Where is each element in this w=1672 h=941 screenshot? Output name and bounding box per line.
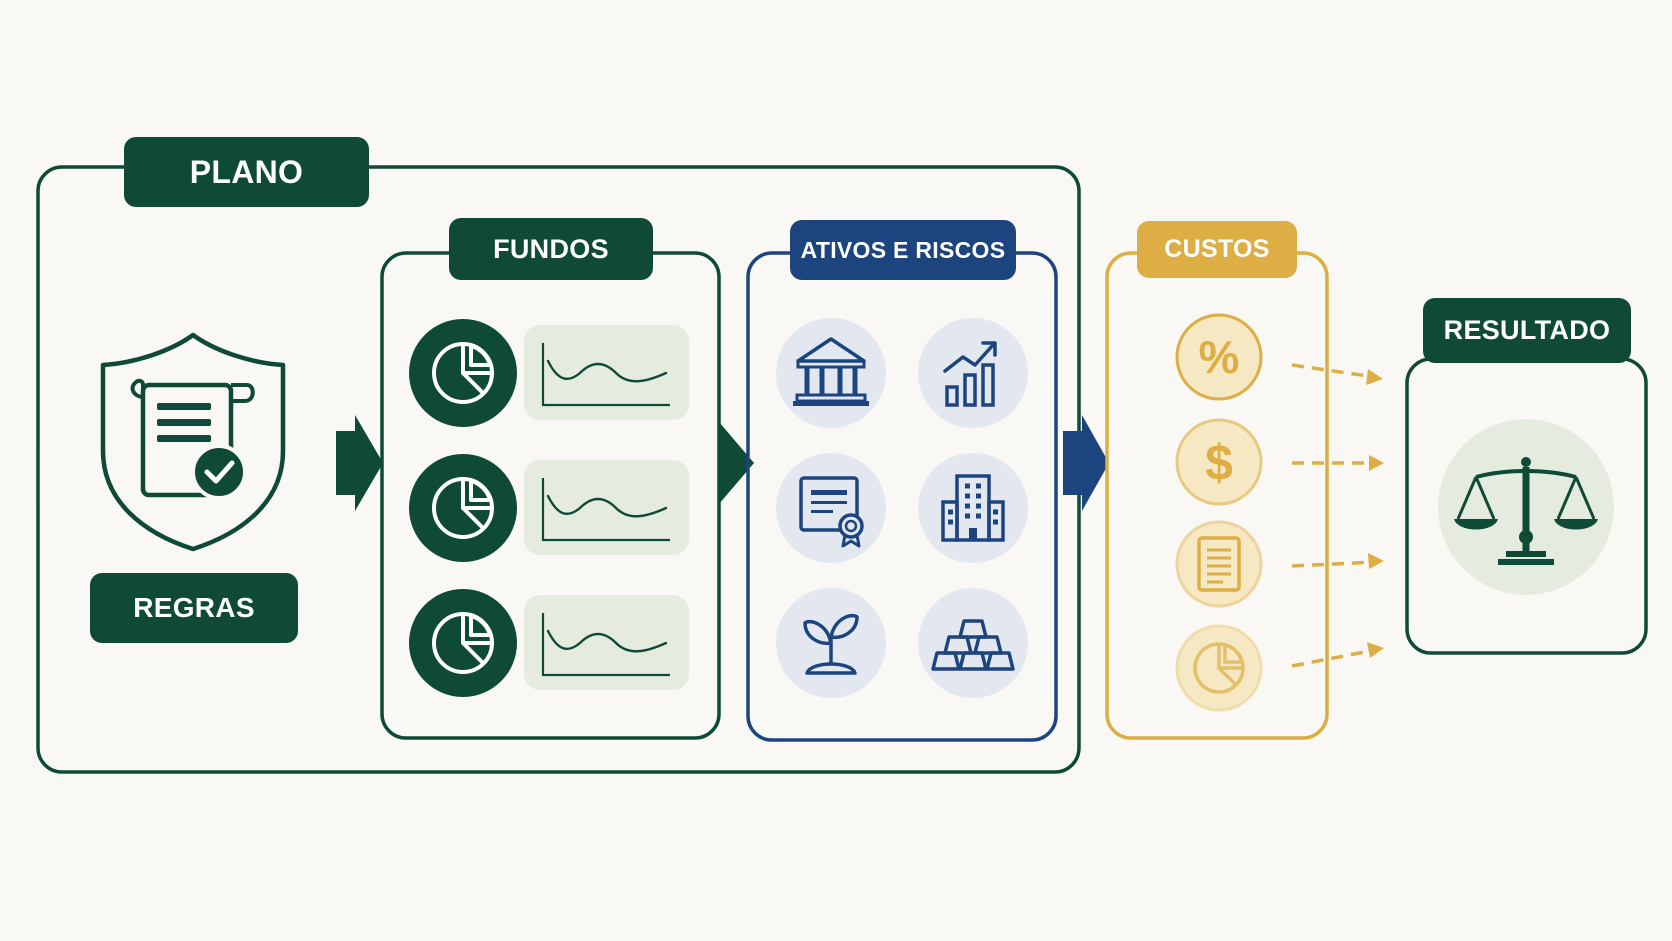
dashed-arrow	[1292, 455, 1384, 471]
fundos-row	[409, 319, 689, 427]
dashed-arrow	[1291, 363, 1383, 385]
bank-icon	[776, 318, 886, 428]
pie-chart-icon	[1175, 624, 1263, 712]
line-chart-card	[524, 325, 689, 420]
plano-label: PLANO	[124, 137, 369, 207]
fundos-label: FUNDOS	[449, 218, 653, 280]
plant-icon	[776, 588, 886, 698]
dashed-arrow	[1291, 553, 1384, 569]
dashed-arrow	[1291, 642, 1384, 668]
fundos-row	[409, 589, 689, 697]
percent-icon: %	[1175, 313, 1263, 401]
arrow-fundos-to-ativos	[719, 422, 754, 504]
shield-document-check-icon	[100, 332, 286, 552]
svg-text:%: %	[1199, 331, 1240, 383]
svg-text:$: $	[1205, 435, 1233, 491]
growth-chart-icon	[918, 318, 1028, 428]
custos-label: CUSTOS	[1137, 221, 1297, 278]
resultado-label: RESULTADO	[1423, 298, 1631, 363]
certificate-icon	[776, 453, 886, 563]
line-chart-card	[524, 460, 689, 555]
building-icon	[918, 453, 1028, 563]
scales-icon	[1438, 419, 1614, 595]
arrow-ativos-to-custos	[1063, 415, 1109, 511]
ativos-label: ATIVOS E RISCOS	[790, 220, 1016, 280]
document-icon	[1175, 520, 1263, 608]
gold-bars-icon	[918, 588, 1028, 698]
dollar-icon: $	[1175, 418, 1263, 506]
regras-label: REGRAS	[90, 573, 298, 643]
line-chart-card	[524, 595, 689, 690]
fundos-row	[409, 454, 689, 562]
arrow-plano-to-fundos	[336, 415, 383, 511]
